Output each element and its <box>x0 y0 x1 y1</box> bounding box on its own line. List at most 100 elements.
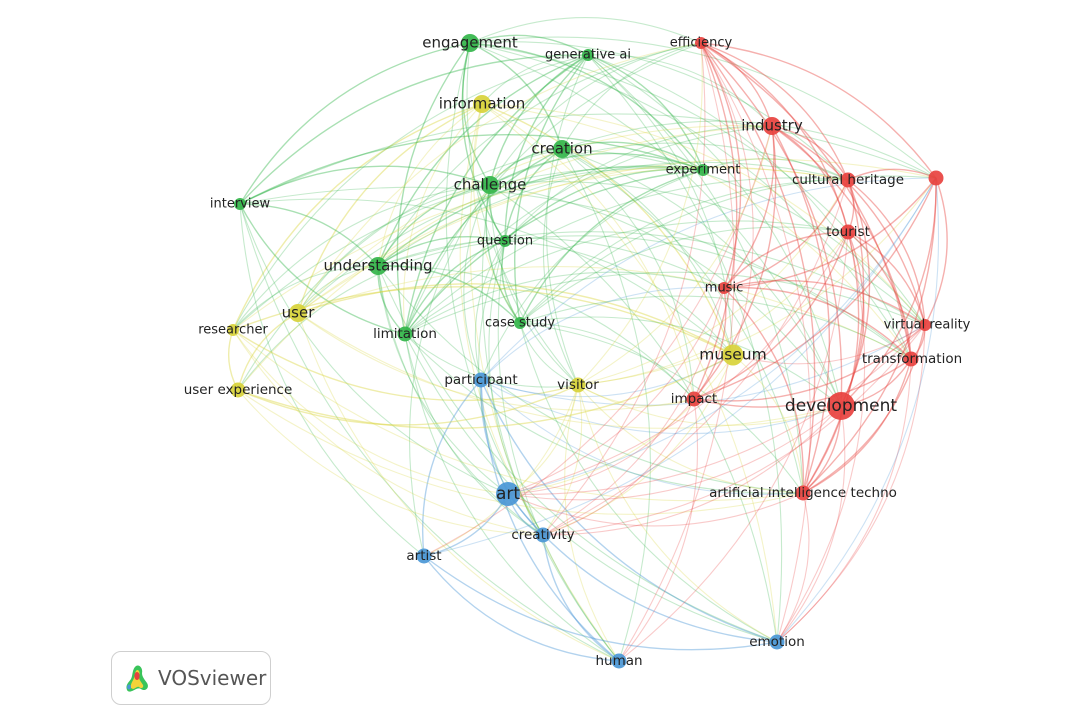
label-creation[interactable]: creation <box>531 140 592 158</box>
label-experiment[interactable]: experiment <box>666 163 741 178</box>
link-music-impact <box>693 287 727 400</box>
label-visitor[interactable]: visitor <box>557 377 599 393</box>
link-creation-human <box>561 148 651 662</box>
link-experiment-understanding <box>377 165 704 267</box>
link-creation-development <box>561 148 842 407</box>
node-visitor[interactable] <box>570 377 586 393</box>
label-researcher[interactable]: researcher <box>198 323 268 338</box>
label-understanding[interactable]: understanding <box>323 257 432 275</box>
node-case-study[interactable] <box>514 317 526 329</box>
node-interview[interactable] <box>234 198 246 210</box>
label-tourist[interactable]: tourist <box>826 224 870 240</box>
node-development[interactable] <box>827 392 855 420</box>
link-information-limitation <box>403 103 483 335</box>
link-case_study-tourist <box>519 226 849 324</box>
node-ai-techno[interactable] <box>795 485 811 501</box>
label-limitation[interactable]: limitation <box>373 326 437 342</box>
link-limitation-tourist <box>404 220 849 335</box>
node-tourist[interactable] <box>840 224 856 240</box>
link-industry-transformation <box>771 125 912 360</box>
link-generative_ai-experiment <box>587 54 704 171</box>
label-efficiency[interactable]: efficiency <box>670 36 733 51</box>
node-researcher[interactable] <box>227 324 239 336</box>
node-human[interactable] <box>611 653 627 669</box>
label-participant[interactable]: participant <box>444 372 517 388</box>
node-creation[interactable] <box>553 140 571 158</box>
link-tourist-art <box>507 231 849 495</box>
node-unlabeled-red[interactable] <box>928 170 944 186</box>
link-creation-unlabeled_red <box>561 120 937 179</box>
link-cultural_heritage-development <box>840 179 871 407</box>
link-virtual_reality-impact <box>693 324 926 402</box>
node-user[interactable] <box>289 304 307 322</box>
link-industry-ai_techno <box>771 125 831 494</box>
label-transformation[interactable]: transformation <box>862 351 962 367</box>
label-interview[interactable]: interview <box>210 197 271 212</box>
node-impact[interactable] <box>686 391 702 407</box>
node-emotion[interactable] <box>769 634 785 650</box>
node-user-experience[interactable] <box>230 382 246 398</box>
node-museum[interactable] <box>722 344 744 366</box>
node-understanding[interactable] <box>369 257 387 275</box>
label-creativity[interactable]: creativity <box>511 527 574 543</box>
link-industry-tourist <box>771 125 849 233</box>
node-participant[interactable] <box>473 372 489 388</box>
label-engagement[interactable]: engagement <box>422 34 518 52</box>
node-efficiency[interactable] <box>695 37 707 49</box>
label-impact[interactable]: impact <box>671 391 717 407</box>
node-generative-ai[interactable] <box>582 49 594 61</box>
label-emotion[interactable]: emotion <box>749 634 805 650</box>
label-case-study[interactable]: case study <box>485 316 555 331</box>
label-development[interactable]: development <box>785 396 897 416</box>
link-participant-development <box>480 379 842 435</box>
node-creativity[interactable] <box>535 527 551 543</box>
node-engagement[interactable] <box>461 34 479 52</box>
node-challenge[interactable] <box>481 176 499 194</box>
link-generative_ai-interview <box>239 54 589 205</box>
label-museum[interactable]: museum <box>699 346 766 364</box>
link-virtual_reality-art <box>507 324 926 495</box>
node-virtual-reality[interactable] <box>919 319 931 331</box>
node-artist[interactable] <box>416 548 432 564</box>
label-ai-techno[interactable]: artificial intelligence techno <box>709 485 897 501</box>
node-industry[interactable] <box>763 117 781 135</box>
link-impact-creativity <box>542 398 695 536</box>
link-efficiency-development <box>700 42 843 407</box>
node-question[interactable] <box>499 235 511 247</box>
node-information[interactable] <box>473 95 491 113</box>
node-cultural-heritage[interactable] <box>840 172 856 188</box>
label-generative-ai[interactable]: generative ai <box>545 48 631 63</box>
node-limitation[interactable] <box>397 326 413 342</box>
label-challenge[interactable]: challenge <box>454 176 527 194</box>
label-industry[interactable]: industry <box>741 117 803 135</box>
label-artist[interactable]: artist <box>406 548 441 564</box>
vosviewer-wordmark: VOSviewer <box>158 666 267 690</box>
node-music[interactable] <box>718 282 730 294</box>
link-participant-artist <box>421 379 482 557</box>
label-virtual-reality[interactable]: virtual reality <box>884 318 971 333</box>
link-engagement-interview <box>239 42 471 205</box>
link-understanding-researcher <box>232 265 379 331</box>
label-user[interactable]: user <box>282 304 316 322</box>
node-experiment[interactable] <box>697 164 709 176</box>
label-cultural-heritage[interactable]: cultural heritage <box>792 172 904 188</box>
link-industry-virtual_reality <box>771 125 926 326</box>
label-human[interactable]: human <box>595 653 642 669</box>
label-art[interactable]: art <box>496 484 520 504</box>
label-question[interactable]: question <box>477 234 533 249</box>
label-user-experience[interactable]: user experience <box>184 382 293 398</box>
link-experiment-question <box>504 168 704 242</box>
node-art[interactable] <box>496 482 520 506</box>
node-transformation[interactable] <box>903 351 919 367</box>
link-music-art <box>507 287 725 495</box>
link-engagement-virtual_reality <box>469 42 926 326</box>
label-information[interactable]: information <box>439 95 526 113</box>
link-challenge-experiment <box>489 152 704 186</box>
label-music[interactable]: music <box>705 281 743 296</box>
link-transformation-emotion <box>776 358 912 643</box>
link-visitor-industry <box>577 125 773 386</box>
link-experiment-case_study <box>519 169 704 324</box>
link-efficiency-impact <box>693 42 738 400</box>
link-music-virtual_reality <box>723 279 926 326</box>
